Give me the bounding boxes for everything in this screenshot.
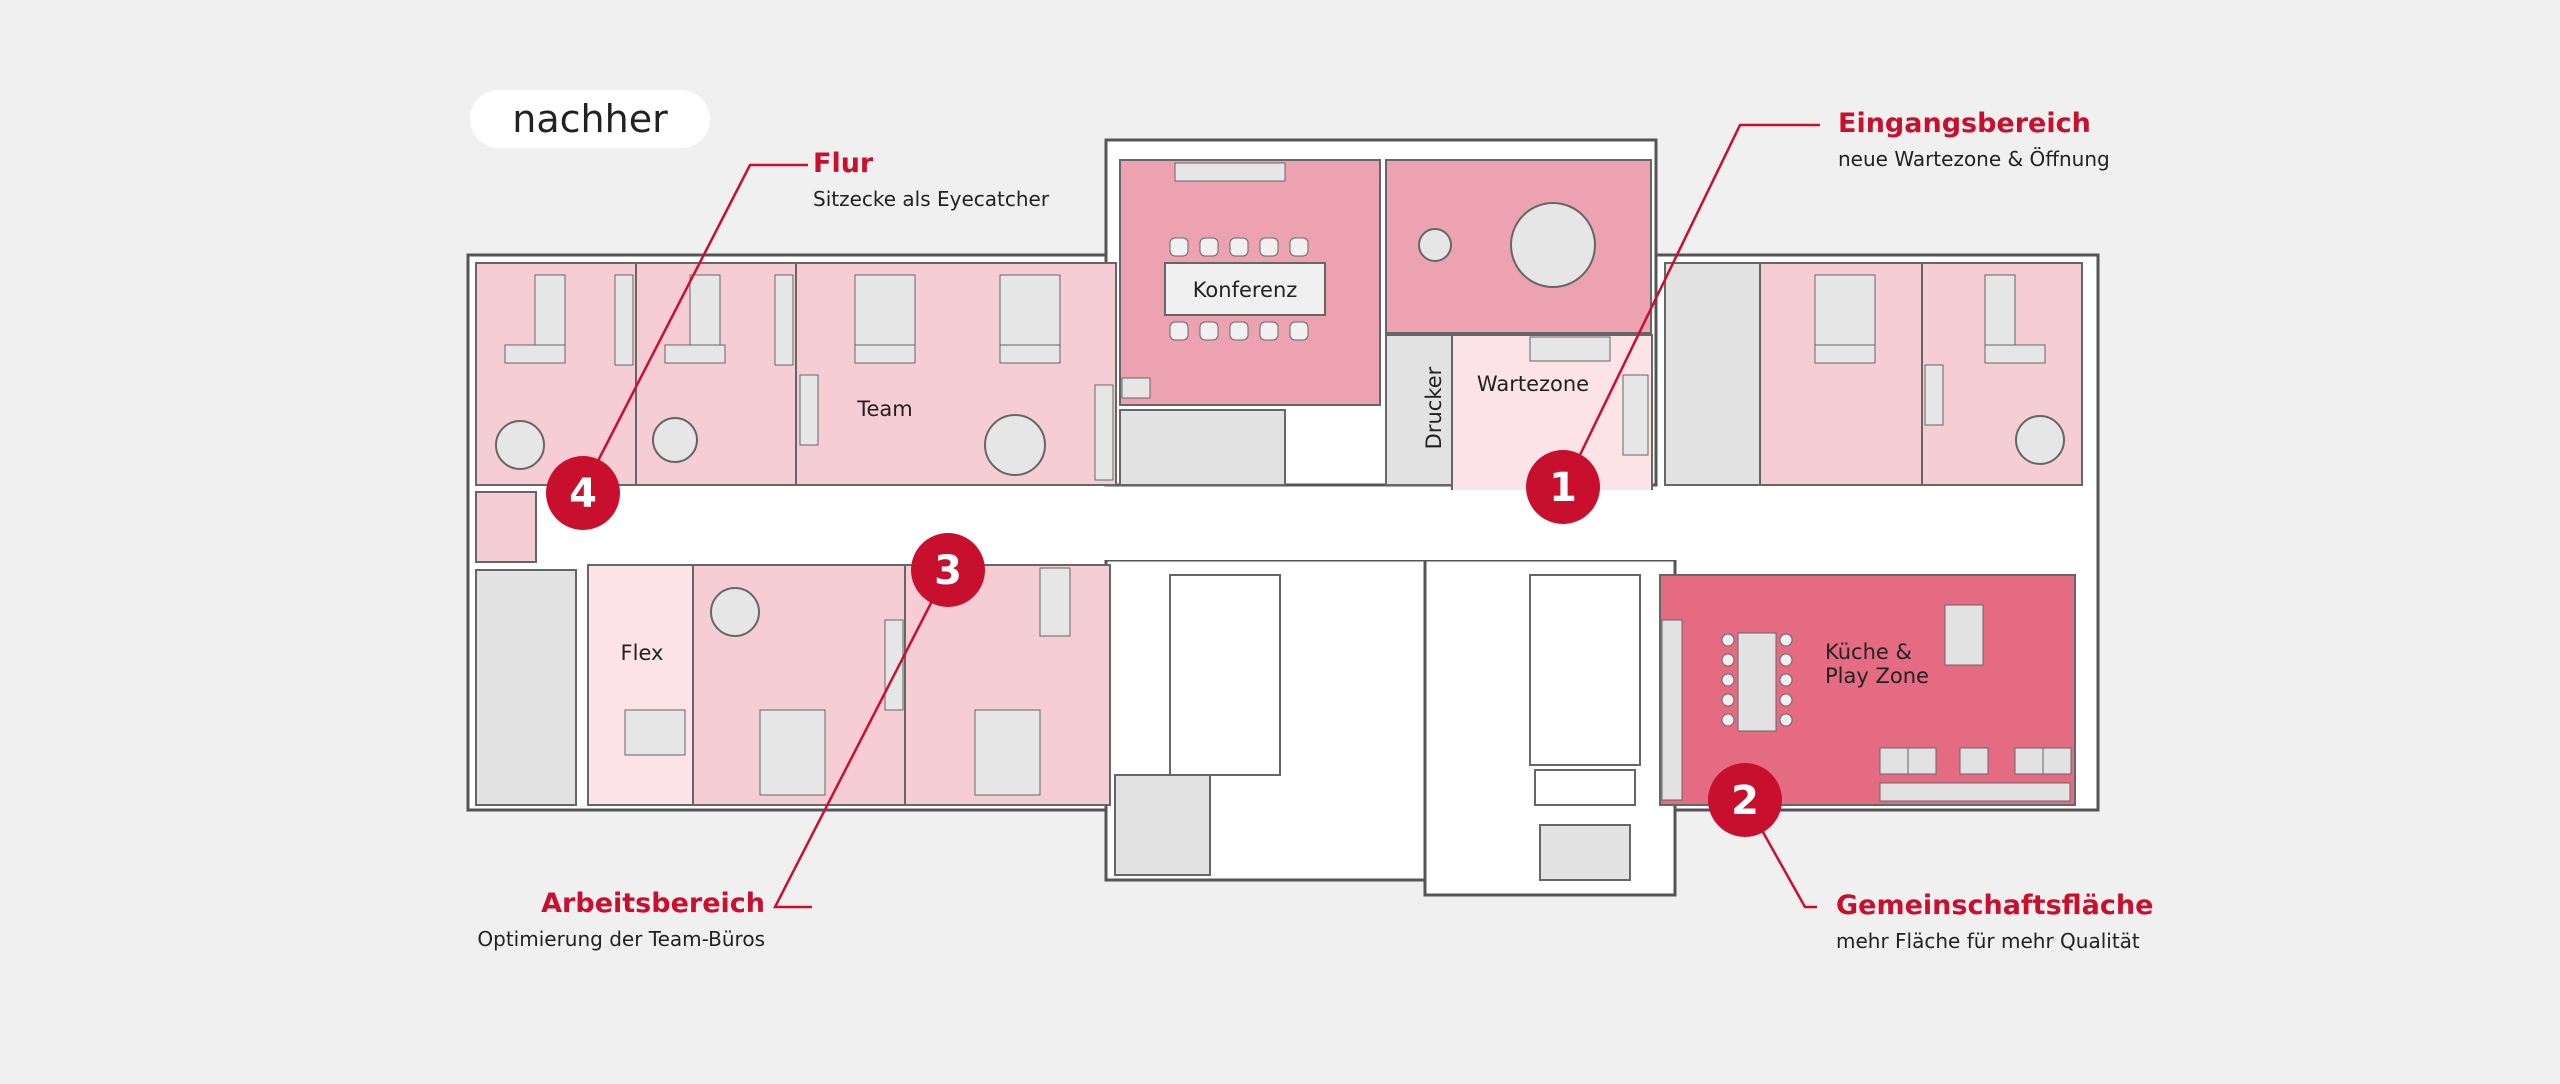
chair — [1199, 321, 1219, 341]
team-offices-top — [475, 262, 1117, 486]
room-label-kueche-1: Küche & — [1825, 640, 1912, 664]
chair — [1169, 237, 1189, 257]
callout-eingang-subtitle: neue Wartezone & Öffnung — [1838, 147, 2110, 171]
svg-text:1: 1 — [1549, 465, 1577, 511]
stools — [1721, 633, 1793, 727]
stool — [1779, 633, 1793, 647]
callout-flur-title: Flur — [813, 148, 874, 179]
marker-3: 3 — [911, 533, 985, 607]
stool — [1721, 713, 1735, 727]
leader-lines — [581, 123, 1820, 909]
chair — [1259, 237, 1279, 257]
chair — [1199, 237, 1219, 257]
seating-corner — [475, 491, 537, 563]
callout-eingang: Eingangsbereich neue Wartezone & Öffnung — [1838, 108, 2110, 171]
chair — [1229, 321, 1249, 341]
callout-flur: Flur Sitzecke als Eyecatcher — [813, 148, 1049, 211]
chair — [1169, 321, 1189, 341]
svg-text:4: 4 — [569, 471, 597, 517]
marker-1: 1 — [1526, 450, 1600, 524]
stool — [1779, 653, 1793, 667]
neutral-rooms — [475, 262, 1761, 806]
callout-arbeit: Arbeitsbereich Optimierung der Team-Büro… — [477, 888, 765, 951]
stool — [1779, 693, 1793, 707]
callout-flur-subtitle: Sitzecke als Eyecatcher — [813, 187, 1050, 211]
stool — [1779, 673, 1793, 687]
room-label-kueche-2: Play Zone — [1825, 664, 1929, 688]
room-label-team: Team — [856, 397, 913, 421]
marker-2: 2 — [1708, 763, 1782, 837]
chairs — [1169, 237, 1309, 341]
room-label-drucker: Drucker — [1422, 366, 1446, 449]
callout-gemein-subtitle: mehr Fläche für mehr Qualität — [1836, 929, 2140, 953]
stool — [1721, 693, 1735, 707]
chair — [1289, 321, 1309, 341]
callout-arbeit-subtitle: Optimierung der Team-Büros — [477, 927, 765, 951]
corridor — [476, 490, 2086, 560]
svg-text:2: 2 — [1731, 778, 1759, 824]
kitchen-play-zone — [1659, 574, 2076, 806]
room-label-wartezone: Wartezone — [1477, 372, 1589, 396]
team-offices-right — [1759, 262, 2083, 486]
callout-arbeit-title: Arbeitsbereich — [541, 888, 765, 919]
chair — [1289, 237, 1309, 257]
callout-gemein-title: Gemeinschaftsfläche — [1836, 890, 2154, 921]
stool — [1721, 633, 1735, 647]
chair — [1229, 237, 1249, 257]
state-label: nachher — [470, 90, 710, 148]
conference-room — [1119, 159, 1381, 406]
marker-4: 4 — [546, 456, 620, 530]
callout-eingang-title: Eingangsbereich — [1838, 108, 2091, 139]
room-label-flex: Flex — [621, 641, 664, 665]
stool — [1779, 713, 1793, 727]
stool — [1721, 673, 1735, 687]
lounge-room — [1385, 159, 1652, 334]
stool — [1721, 653, 1735, 667]
callout-gemein: Gemeinschaftsfläche mehr Fläche für mehr… — [1836, 890, 2153, 953]
room-label-konferenz: Konferenz — [1193, 278, 1298, 302]
printer-room — [1385, 334, 1453, 486]
svg-text:3: 3 — [934, 548, 962, 594]
chair — [1259, 321, 1279, 341]
team-offices-bottom — [587, 564, 1111, 806]
sanitary-rooms — [1114, 574, 1641, 881]
